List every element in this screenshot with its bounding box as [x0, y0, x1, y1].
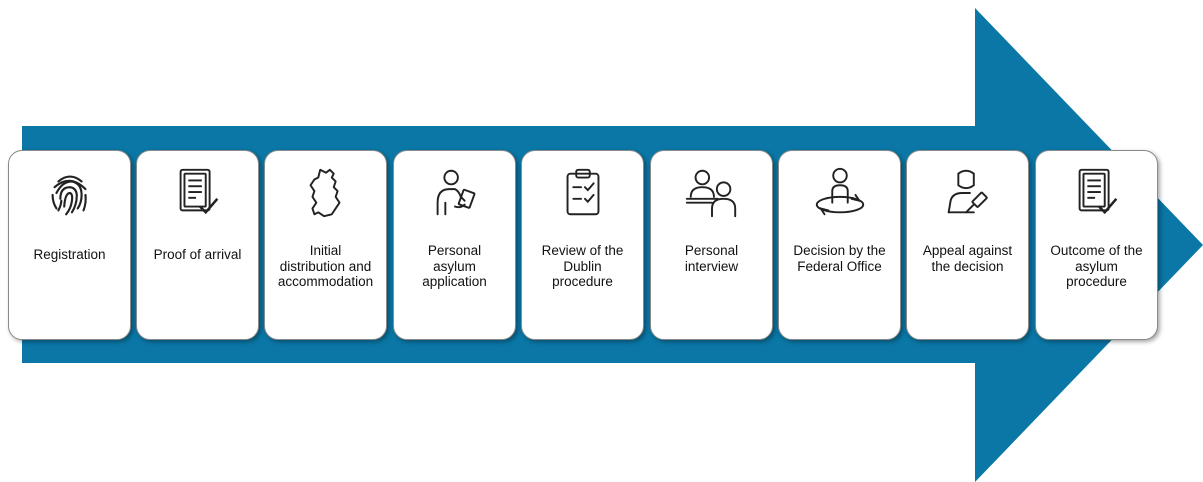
step-label: Outcome of the asylum procedure [1050, 243, 1143, 289]
document-check-icon [1036, 163, 1157, 223]
clipboard-checklist-icon [522, 163, 643, 223]
step-label: Registration [33, 247, 106, 262]
judge-gavel-icon [907, 163, 1028, 223]
step-card-initial-distribution: Initial distribution and accommodation [264, 150, 387, 340]
interview-icon [651, 163, 772, 223]
step-card-dublin-review: Review of the Dublin procedure [521, 150, 644, 340]
step-label: Personal interview [684, 243, 739, 274]
step-label: Initial distribution and accommodation [277, 243, 374, 289]
step-card-outcome: Outcome of the asylum procedure [1035, 150, 1158, 340]
document-check-icon [137, 163, 258, 223]
germany-map-icon [265, 163, 386, 223]
step-card-personal-asylum-application: Personal asylum application [393, 150, 516, 340]
step-label: Decision by the Federal Office [793, 243, 886, 274]
step-label: Appeal against the decision [922, 243, 1013, 274]
person-tablet-icon [394, 163, 515, 223]
step-card-decision-federal-office: Decision by the Federal Office [778, 150, 901, 340]
step-card-registration: Registration [8, 150, 131, 340]
step-label: Review of the Dublin procedure [541, 243, 624, 289]
fingerprint-icon [9, 163, 130, 223]
step-label: Personal asylum application [422, 243, 487, 289]
person-decision-icon [779, 163, 900, 223]
step-card-personal-interview: Personal interview [650, 150, 773, 340]
step-card-appeal: Appeal against the decision [906, 150, 1029, 340]
step-card-proof-of-arrival: Proof of arrival [136, 150, 259, 340]
step-label: Proof of arrival [153, 247, 242, 262]
